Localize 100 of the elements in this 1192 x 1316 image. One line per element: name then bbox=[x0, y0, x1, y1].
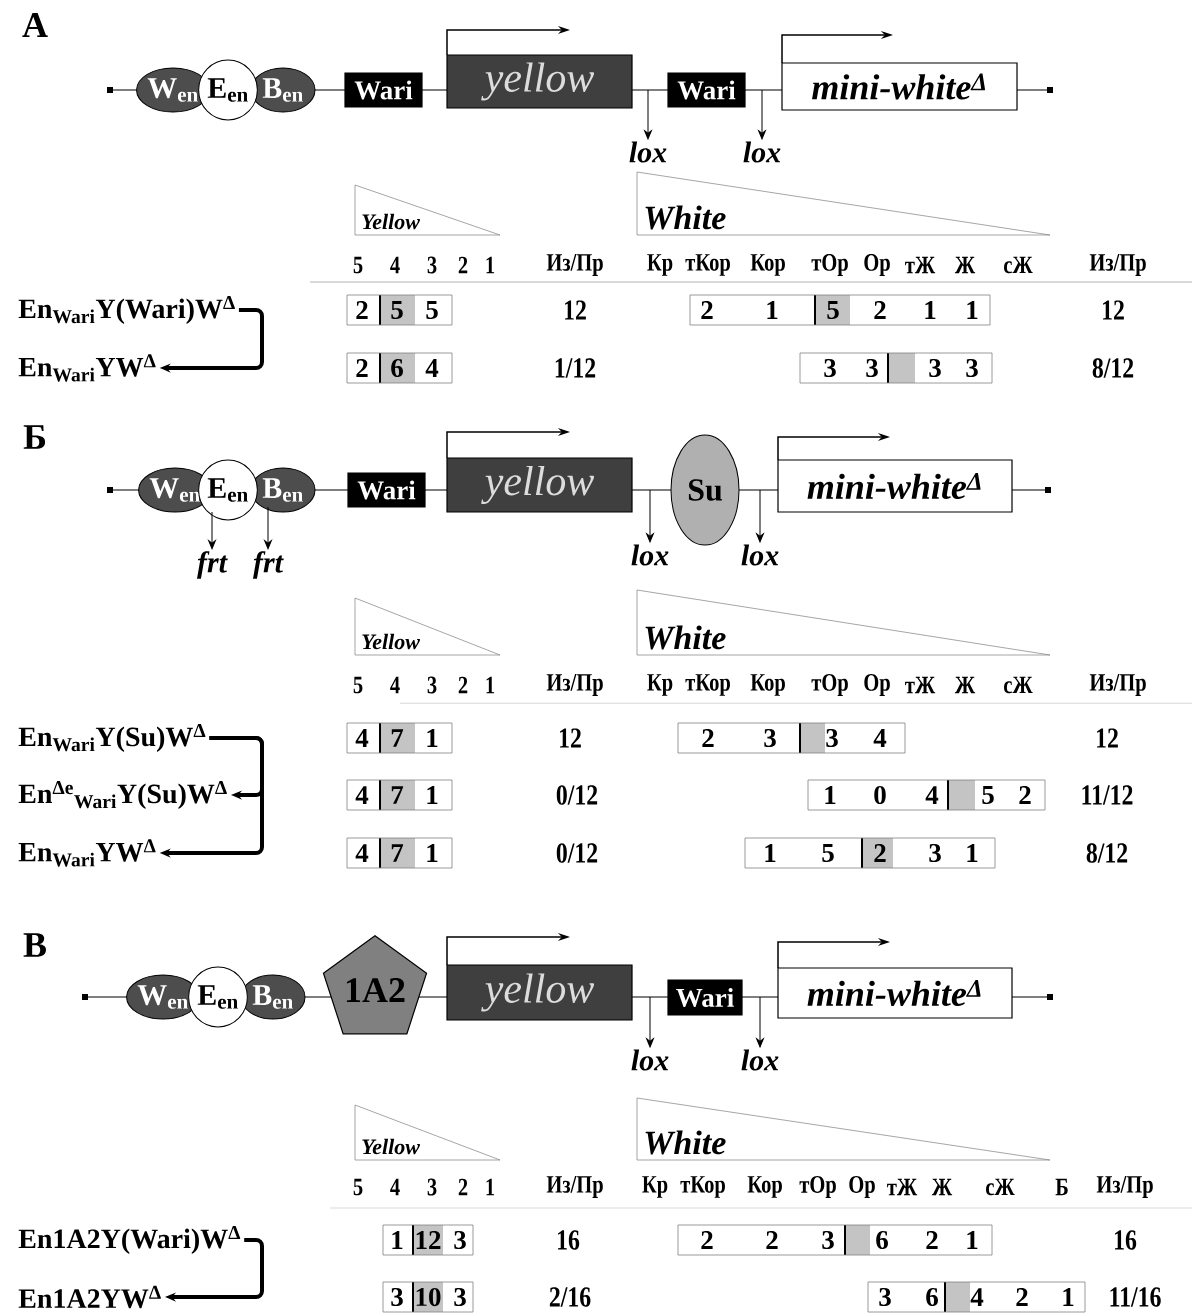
ratio-value: 16 bbox=[1115, 1230, 1137, 1250]
arrow bbox=[646, 996, 654, 1048]
site-label: lox bbox=[631, 544, 669, 566]
column-header: тЖ bbox=[905, 676, 936, 694]
count-box: 3 10 3 bbox=[382, 1281, 474, 1313]
column-header: тОр bbox=[811, 254, 848, 276]
column-header: тОр bbox=[799, 1176, 836, 1198]
insulator-box: Wari bbox=[347, 472, 426, 508]
gene-box: yellow bbox=[446, 54, 633, 109]
expression-triangle: White bbox=[636, 589, 1051, 656]
ratio-value: 2/16 bbox=[549, 1287, 591, 1307]
ratio-value: 16 bbox=[558, 1230, 580, 1250]
ratio-value: 12 bbox=[565, 300, 586, 320]
site-label: lox bbox=[629, 141, 667, 163]
column-header: 4 bbox=[390, 1178, 400, 1196]
insulator-box: Wari bbox=[667, 979, 743, 1016]
count-box: 2 2 3 6 2 1 bbox=[677, 1224, 993, 1256]
count-box: 2 1 5 2 1 1 bbox=[689, 294, 991, 326]
count-box: 1 5 2 3 1 bbox=[744, 837, 996, 869]
count-box: 4 7 1 bbox=[346, 837, 453, 869]
column-header: 2 bbox=[458, 256, 468, 274]
panel-letter: А bbox=[22, 13, 48, 37]
column-header: 3 bbox=[427, 676, 437, 694]
column-header: сЖ bbox=[986, 1178, 1015, 1196]
arrow bbox=[756, 489, 764, 543]
column-header: тКор bbox=[680, 1176, 725, 1198]
site-label: lox bbox=[741, 1049, 779, 1071]
genotype-label: En1A2YW$^{Δ}$ bbox=[18, 1285, 161, 1309]
column-header: 5 bbox=[353, 676, 363, 694]
column-header: 2 bbox=[458, 1178, 468, 1196]
site-label: lox bbox=[741, 544, 779, 566]
genotype-label: En1A2Y(Wari)W$^{Δ}$ bbox=[18, 1226, 241, 1254]
site-label: frt bbox=[253, 551, 284, 579]
genotype-label: En$_{Wari}$YW$^{Δ}$ bbox=[18, 839, 156, 867]
ratio-value: 12 bbox=[560, 728, 581, 748]
genotype-label: En$^{Δe}$$_{Wari}$Y(Su)W$^{Δ}$ bbox=[18, 781, 227, 809]
column-header: 3 bbox=[427, 256, 437, 274]
column-header: 4 bbox=[390, 256, 400, 274]
count-box: 2 6 4 bbox=[346, 352, 453, 384]
column-header: Кор bbox=[750, 254, 785, 276]
count-box: 3 6 4 2 1 bbox=[867, 1281, 1086, 1313]
column-header: Кор bbox=[747, 1176, 782, 1198]
ratio-value: 12 bbox=[1097, 728, 1118, 748]
count-box: 1 0 4 5 2 bbox=[807, 779, 1046, 811]
arrow bbox=[646, 489, 654, 543]
arrow bbox=[644, 89, 652, 140]
arrow bbox=[264, 506, 272, 550]
insulator-box: Wari bbox=[344, 72, 423, 108]
column-header: Кр bbox=[647, 674, 673, 696]
expression-triangle: White bbox=[636, 171, 1051, 236]
column-header: тЖ bbox=[887, 1178, 918, 1196]
column-header: 1 bbox=[486, 676, 495, 694]
genotype-label: En$_{Wari}$YW$^{Δ}$ bbox=[18, 354, 156, 382]
column-header: Из/Пр bbox=[546, 674, 603, 696]
column-header: тКор bbox=[685, 254, 730, 276]
ratio-value: 1/12 bbox=[555, 358, 596, 378]
column-header: Из/Пр bbox=[1096, 1176, 1153, 1198]
site-label: lox bbox=[631, 1049, 669, 1071]
panel-letter: В bbox=[23, 933, 46, 957]
column-header: тКор bbox=[685, 674, 730, 696]
site-label: frt bbox=[197, 551, 228, 579]
count-box: 4 7 1 bbox=[346, 722, 453, 754]
expression-triangle: Yellow bbox=[354, 1104, 501, 1161]
expression-triangle: White bbox=[636, 1097, 1051, 1161]
column-header: 4 bbox=[390, 676, 400, 694]
column-header: Ж bbox=[931, 1178, 953, 1196]
column-header: 5 bbox=[353, 1178, 363, 1196]
arrow bbox=[756, 996, 764, 1048]
reporter-gene-box: mini-white$^{Δ}$ bbox=[777, 459, 1013, 513]
column-header: Кор bbox=[750, 674, 785, 696]
ratio-value: 11/12 bbox=[1082, 785, 1133, 805]
column-header: Ор bbox=[864, 674, 890, 696]
column-header: 1 bbox=[486, 1178, 495, 1196]
column-header: Б bbox=[1055, 1178, 1068, 1196]
gene-box: yellow bbox=[446, 457, 633, 513]
gene-box: yellow bbox=[446, 964, 633, 1021]
column-header: Из/Пр bbox=[1089, 674, 1146, 696]
column-header: Кр bbox=[647, 254, 673, 276]
column-header: 5 bbox=[353, 256, 363, 274]
column-header: 1 bbox=[486, 256, 495, 274]
genotype-label: En$_{Wari}$Y(Wari)W$^{Δ}$ bbox=[18, 296, 235, 324]
panel-letter: Б bbox=[23, 425, 46, 449]
arrow bbox=[758, 89, 766, 140]
count-box: 2 3 3 4 bbox=[677, 722, 906, 754]
ratio-value: 0/12 bbox=[556, 785, 598, 805]
reporter-gene-box: mini-white$^{Δ}$ bbox=[781, 62, 1018, 111]
insulator-box: Wari bbox=[667, 72, 746, 108]
column-header: Ор bbox=[864, 254, 890, 276]
count-box: 1 12 3 bbox=[382, 1224, 474, 1256]
column-header: Из/Пр bbox=[1089, 254, 1146, 276]
column-header: Ор bbox=[849, 1176, 875, 1198]
genotype-label: En$_{Wari}$Y(Su)W$^{Δ}$ bbox=[18, 724, 206, 752]
expression-triangle: Yellow bbox=[354, 597, 501, 656]
column-header: тОр bbox=[811, 674, 848, 696]
insulator-pentagon: 1A2 bbox=[322, 935, 428, 1035]
ratio-value: 8/12 bbox=[1092, 358, 1134, 378]
column-header: тЖ bbox=[905, 256, 936, 274]
column-header: 3 bbox=[427, 1178, 437, 1196]
expression-triangle: Yellow bbox=[354, 184, 501, 236]
column-header: сЖ bbox=[1004, 256, 1033, 274]
